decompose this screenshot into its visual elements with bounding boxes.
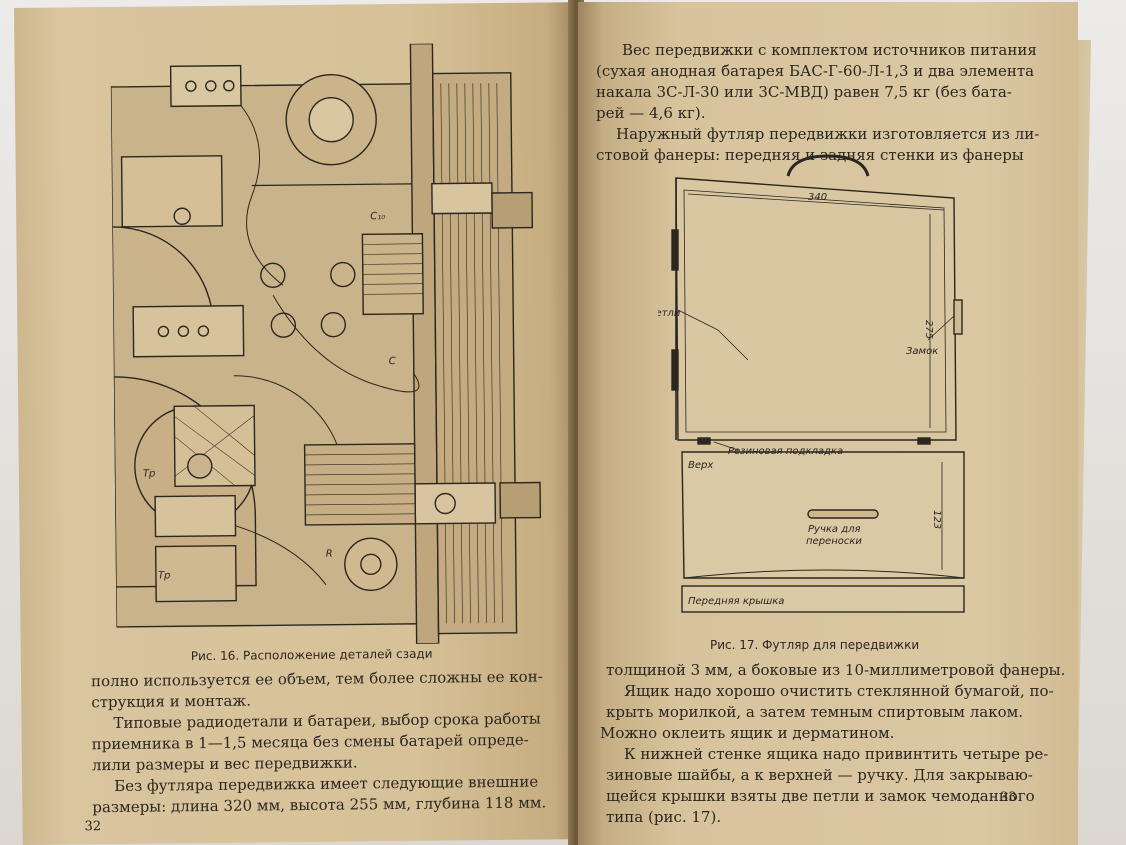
text-line: толщиной 3 мм, а боковые из 10-миллиметр… (606, 661, 1066, 679)
text-line: струкция и монтаж. (91, 691, 252, 712)
label-tr2: Тр (158, 570, 171, 581)
label-handle-line2: переноски (806, 536, 862, 547)
text-line: размеры: длина 320 мм, высота 255 мм, гл… (92, 793, 547, 817)
text-line: Ящик надо хорошо очистить стеклянной бум… (624, 682, 1054, 700)
label-lock: Замок (906, 346, 938, 357)
page-number-right: 33 (1000, 790, 1017, 805)
text-line: Наружный футляр передвижки изготовляется… (616, 125, 1040, 143)
text-line: зиновые шайбы, а к верхней — ручку. Для … (606, 766, 1033, 784)
label-handle-line1: Ручка для (808, 524, 861, 535)
label-width-340: 340 (808, 192, 827, 203)
text-line: накала 3С-Л-30 или 3С-МВД) равен 7,5 кг … (596, 83, 1012, 101)
label-depth-123: 123 (931, 510, 942, 529)
label-c10: C₁₀ (370, 211, 385, 222)
label-loops: Петли (658, 308, 681, 319)
label-r: R (326, 549, 333, 560)
text-line: Вес передвижки с комплектом источников п… (622, 41, 1037, 59)
text-line: приемника в 1—1,5 месяца без смены батар… (91, 730, 529, 754)
label-height-275: 275 (923, 320, 934, 339)
text-line: крыть морилкой, а затем темным спиртовым… (606, 703, 1024, 721)
text-line: стовой фанеры: передняя и задняя стенки … (596, 146, 1024, 164)
label-top: Верх (688, 460, 713, 471)
text-line: (сухая анодная батарея БАС-Г-60-Л-1,3 и … (596, 62, 1035, 80)
text-line: К нижней стенке ящика надо привинтить че… (624, 745, 1049, 763)
label-front-cover: Передняя крышка (688, 596, 784, 607)
figure-17-caption: Рис. 17. Футляр для передвижки (710, 638, 920, 652)
right-page: Вес передвижки с комплектом источников п… (578, 2, 1078, 845)
text-line: щейся крышки взяты две петли и замок чем… (606, 787, 1035, 805)
label-c: С (389, 356, 396, 367)
text-line: рей — 4,6 кг). (596, 104, 706, 122)
label-tr1: Тр (143, 469, 156, 480)
label-rubber-pad: Резиновая подкладка (728, 446, 843, 457)
figure-17-case-drawing: 340 275 Петли Замок Резиновая подкладка … (658, 154, 965, 613)
text-line: типа (рис. 17). (606, 808, 722, 826)
figure-16-chassis-drawing: C₁₀ Тр Тр R С (110, 42, 542, 645)
text-line: Можно оклеить ящик и дерматином. (600, 724, 895, 742)
page-number-left: 32 (84, 819, 102, 835)
text-line: полно используется ее объем, тем более с… (90, 667, 543, 691)
figure-16-caption: Рис. 16. Расположение деталей сзади (190, 646, 433, 664)
text-line: лили размеры и вес передвижки. (91, 753, 358, 775)
left-page: C₁₀ Тр Тр R С Рис. 16. Расположение дета… (14, 2, 589, 845)
